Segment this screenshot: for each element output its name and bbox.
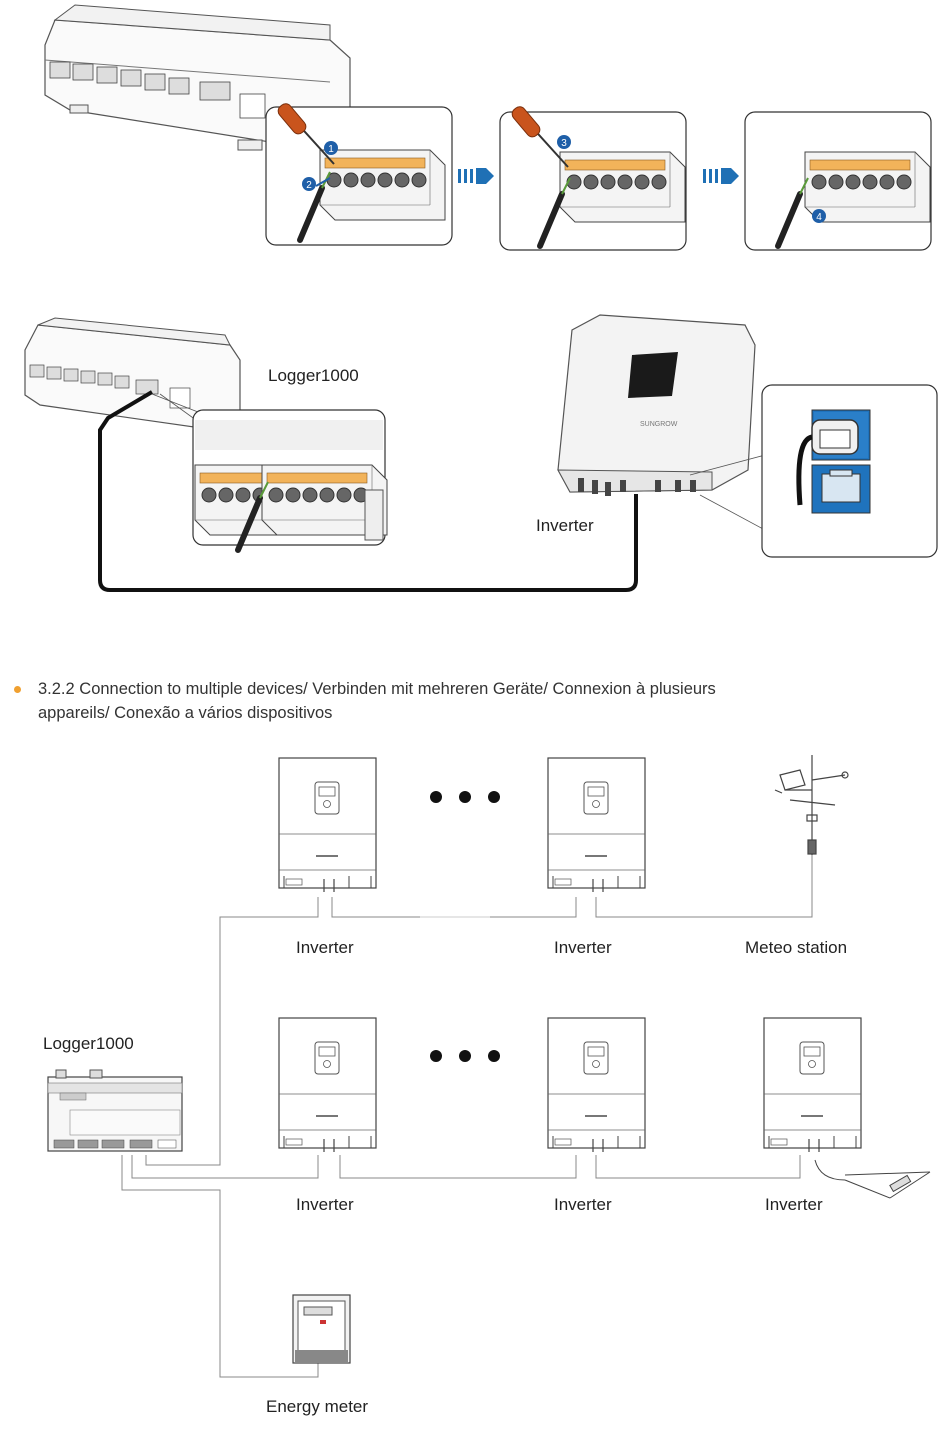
- step-panel-1: [266, 101, 452, 245]
- label-energy-meter: Energy meter: [266, 1397, 368, 1417]
- svg-text:SUNGROW: SUNGROW: [640, 421, 678, 428]
- inverter-r1-b: [548, 758, 645, 892]
- label-inverter-r1-b: Inverter: [554, 938, 612, 958]
- section-line-2: appareils/ Conexão a vários dispositivos: [38, 701, 914, 725]
- section-heading: 3.2.2 Connection to multiple devices/ Ve…: [14, 677, 914, 725]
- energy-meter-device: [293, 1295, 350, 1363]
- svg-text:3: 3: [561, 138, 567, 149]
- section-line-1: 3.2.2 Connection to multiple devices/ Ve…: [38, 677, 914, 701]
- label-meteo-station: Meteo station: [745, 938, 847, 958]
- inverter-r2-a: [279, 1018, 376, 1152]
- logger-device-bottom: [48, 1070, 182, 1151]
- bullet-icon: [14, 686, 21, 693]
- topology-wires: [122, 855, 812, 1377]
- arrow-right-icon: [458, 168, 494, 184]
- label-inverter-top: Inverter: [536, 516, 594, 536]
- inverter-device-top: SUNGROW: [558, 315, 755, 496]
- inverter-r2-c: [764, 1018, 861, 1152]
- label-inverter-r2-a: Inverter: [296, 1195, 354, 1215]
- step-badge-1: 1: [324, 141, 338, 155]
- label-logger-bottom: Logger1000: [43, 1034, 134, 1054]
- inverter-r1-a: [279, 758, 376, 892]
- label-inverter-r1-a: Inverter: [296, 938, 354, 958]
- step-badge-4: 4: [812, 209, 826, 223]
- step-badge-2: 2: [302, 177, 316, 191]
- step-badge-3: 3: [557, 135, 571, 149]
- sensor-probe: [815, 1160, 930, 1198]
- label-inverter-r2-c: Inverter: [765, 1195, 823, 1215]
- step-panel-3: [745, 112, 931, 250]
- ellipsis-icon: [430, 1050, 500, 1062]
- ellipsis-icon: [430, 791, 500, 803]
- terminal-detail-panel: [193, 410, 387, 550]
- arrow-right-icon: [703, 168, 739, 184]
- svg-text:4: 4: [816, 212, 822, 223]
- label-inverter-r2-b: Inverter: [554, 1195, 612, 1215]
- meteo-station-device: [775, 755, 848, 855]
- svg-text:2: 2: [306, 180, 312, 191]
- inverter-r2-b: [548, 1018, 645, 1152]
- label-logger-top: Logger1000: [268, 366, 359, 386]
- rj45-detail-panel: [762, 385, 937, 557]
- svg-text:1: 1: [328, 144, 334, 155]
- step-panel-2: [500, 104, 686, 250]
